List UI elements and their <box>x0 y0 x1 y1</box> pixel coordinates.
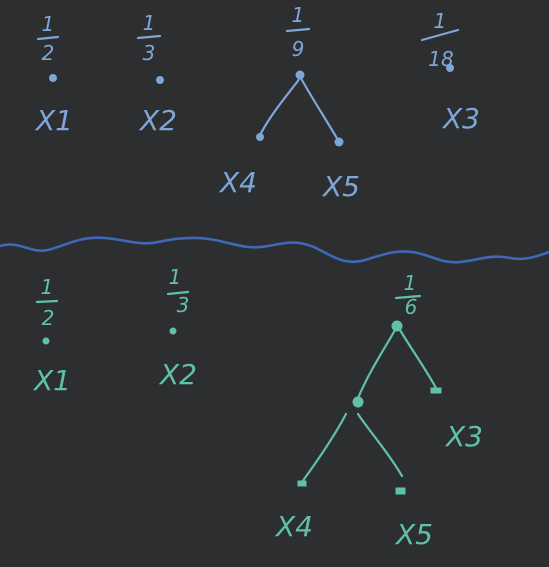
top-label-x2: X2 <box>138 104 177 137</box>
bottom-edge-root-x3 <box>398 328 438 390</box>
top-edge-x45-x4 <box>258 76 302 137</box>
bottom-edge-inner-x4 <box>300 412 348 484</box>
top-fraction-x3-num: 1 <box>434 9 447 33</box>
bottom-fraction-x1-num: 1 <box>41 275 54 299</box>
top-fraction-x45-bar <box>285 27 311 33</box>
top-fraction-x45: 1 9 <box>285 3 311 61</box>
wavy-separator <box>0 236 549 264</box>
bottom-fraction-x2: 1 3 <box>166 265 190 317</box>
top-node-x3 <box>446 64 454 72</box>
top-node-x5 <box>334 137 344 147</box>
top-fraction-x2: 1 3 <box>136 11 162 65</box>
bottom-fraction-root-num: 1 <box>404 271 417 295</box>
top-fraction-x1-bar <box>36 35 60 41</box>
bottom-fraction-x1-den: 2 <box>42 306 55 330</box>
top-fraction-x1-num: 1 <box>42 12 55 36</box>
bottom-diagram: 1 2 X1 1 3 X2 1 6 X3 X4 X5 <box>32 265 483 551</box>
top-fraction-x2-den: 3 <box>143 41 156 65</box>
bottom-node-inner <box>352 396 364 408</box>
bottom-label-x3: X3 <box>444 420 483 453</box>
bottom-label-x1: X1 <box>32 364 71 397</box>
bottom-fraction-root-bar <box>394 294 422 300</box>
bottom-fraction-x1: 1 2 <box>35 275 59 330</box>
top-label-x3: X3 <box>441 102 480 135</box>
top-edge-x45-x5 <box>300 78 340 142</box>
top-fraction-x3-bar <box>420 28 460 42</box>
top-fraction-x2-bar <box>136 34 162 40</box>
top-fraction-x45-den: 9 <box>292 37 305 61</box>
bottom-node-x5 <box>395 487 406 495</box>
top-node-x1 <box>49 74 57 82</box>
bottom-fraction-x2-num: 1 <box>169 265 182 289</box>
top-fraction-x1-den: 2 <box>42 41 55 65</box>
bottom-fraction-x1-bar <box>35 299 59 304</box>
top-diagram: 1 2 X1 1 3 X2 1 9 X4 X5 1 18 <box>34 3 480 203</box>
bottom-node-x4 <box>297 480 307 487</box>
top-fraction-x2-num: 1 <box>143 11 156 35</box>
top-label-x5: X5 <box>321 170 360 203</box>
bottom-fraction-root-den: 6 <box>405 295 418 319</box>
top-node-x2 <box>156 76 164 84</box>
top-label-x1: X1 <box>34 104 73 137</box>
bottom-fraction-root: 1 6 <box>394 271 422 319</box>
bottom-fraction-x2-den: 3 <box>177 293 190 317</box>
top-fraction-x1: 1 2 <box>36 12 60 65</box>
bottom-label-x5: X5 <box>394 518 433 551</box>
top-node-x4 <box>256 133 264 141</box>
bottom-label-x2: X2 <box>158 358 197 391</box>
bottom-node-x2 <box>169 327 177 335</box>
bottom-label-x4: X4 <box>274 510 313 543</box>
top-label-x4: X4 <box>218 166 257 199</box>
bottom-node-x1 <box>42 337 50 345</box>
bottom-node-x3 <box>430 387 442 394</box>
bottom-node-root <box>391 320 403 332</box>
bottom-edge-root-inner <box>356 328 397 400</box>
bottom-fraction-x2-bar <box>166 290 190 296</box>
top-fraction-x45-num: 1 <box>292 3 305 27</box>
bottom-edge-inner-x5 <box>356 412 404 478</box>
top-fraction-x3: 1 18 <box>420 9 460 71</box>
